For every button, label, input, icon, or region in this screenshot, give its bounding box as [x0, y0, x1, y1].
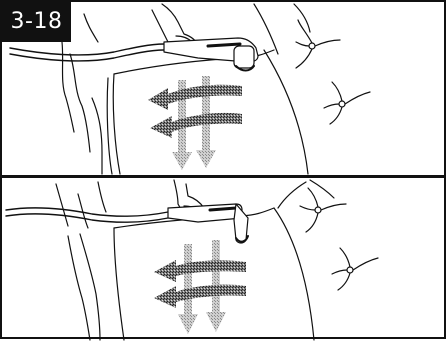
upholstery-cleaning-illustration-bottom	[2, 178, 446, 341]
armrest-fold-line	[84, 14, 98, 42]
armrest-fold-line	[92, 98, 102, 174]
armrest-fold-line	[80, 234, 100, 340]
armrest-fold-line	[70, 54, 90, 152]
button-tuft-icon	[300, 188, 346, 232]
button-tuft-icon	[324, 82, 370, 124]
illustration-panel-bottom	[2, 178, 446, 341]
horizontal-arrow-icon	[154, 260, 246, 308]
armrest-fold-line	[98, 182, 106, 212]
back-cushion-line	[278, 182, 306, 208]
cushion-edge-line	[113, 74, 120, 174]
button-tuft-icon	[296, 20, 340, 68]
armrest-fold-line	[78, 194, 88, 228]
armrest-fold-line	[56, 184, 68, 226]
cushion-edge-line	[107, 78, 112, 174]
upholstery-tool-nozzle	[234, 46, 254, 68]
upholstery-tool-body	[208, 44, 240, 46]
hose-line	[10, 44, 164, 55]
upholstery-tool-body	[210, 208, 236, 210]
hose-line	[6, 208, 168, 216]
back-cushion-line	[274, 208, 314, 340]
back-cushion-line	[254, 4, 278, 54]
horizontal-arrow-icon	[148, 85, 242, 138]
armrest-fold-line	[68, 236, 90, 340]
button-tuft-icon	[332, 248, 378, 290]
cushion-edge-line	[114, 228, 124, 340]
back-cushion-line	[264, 50, 308, 174]
figure-number-label: 3-18	[2, 2, 71, 42]
illustration-panel-top: 3-18	[2, 2, 446, 176]
